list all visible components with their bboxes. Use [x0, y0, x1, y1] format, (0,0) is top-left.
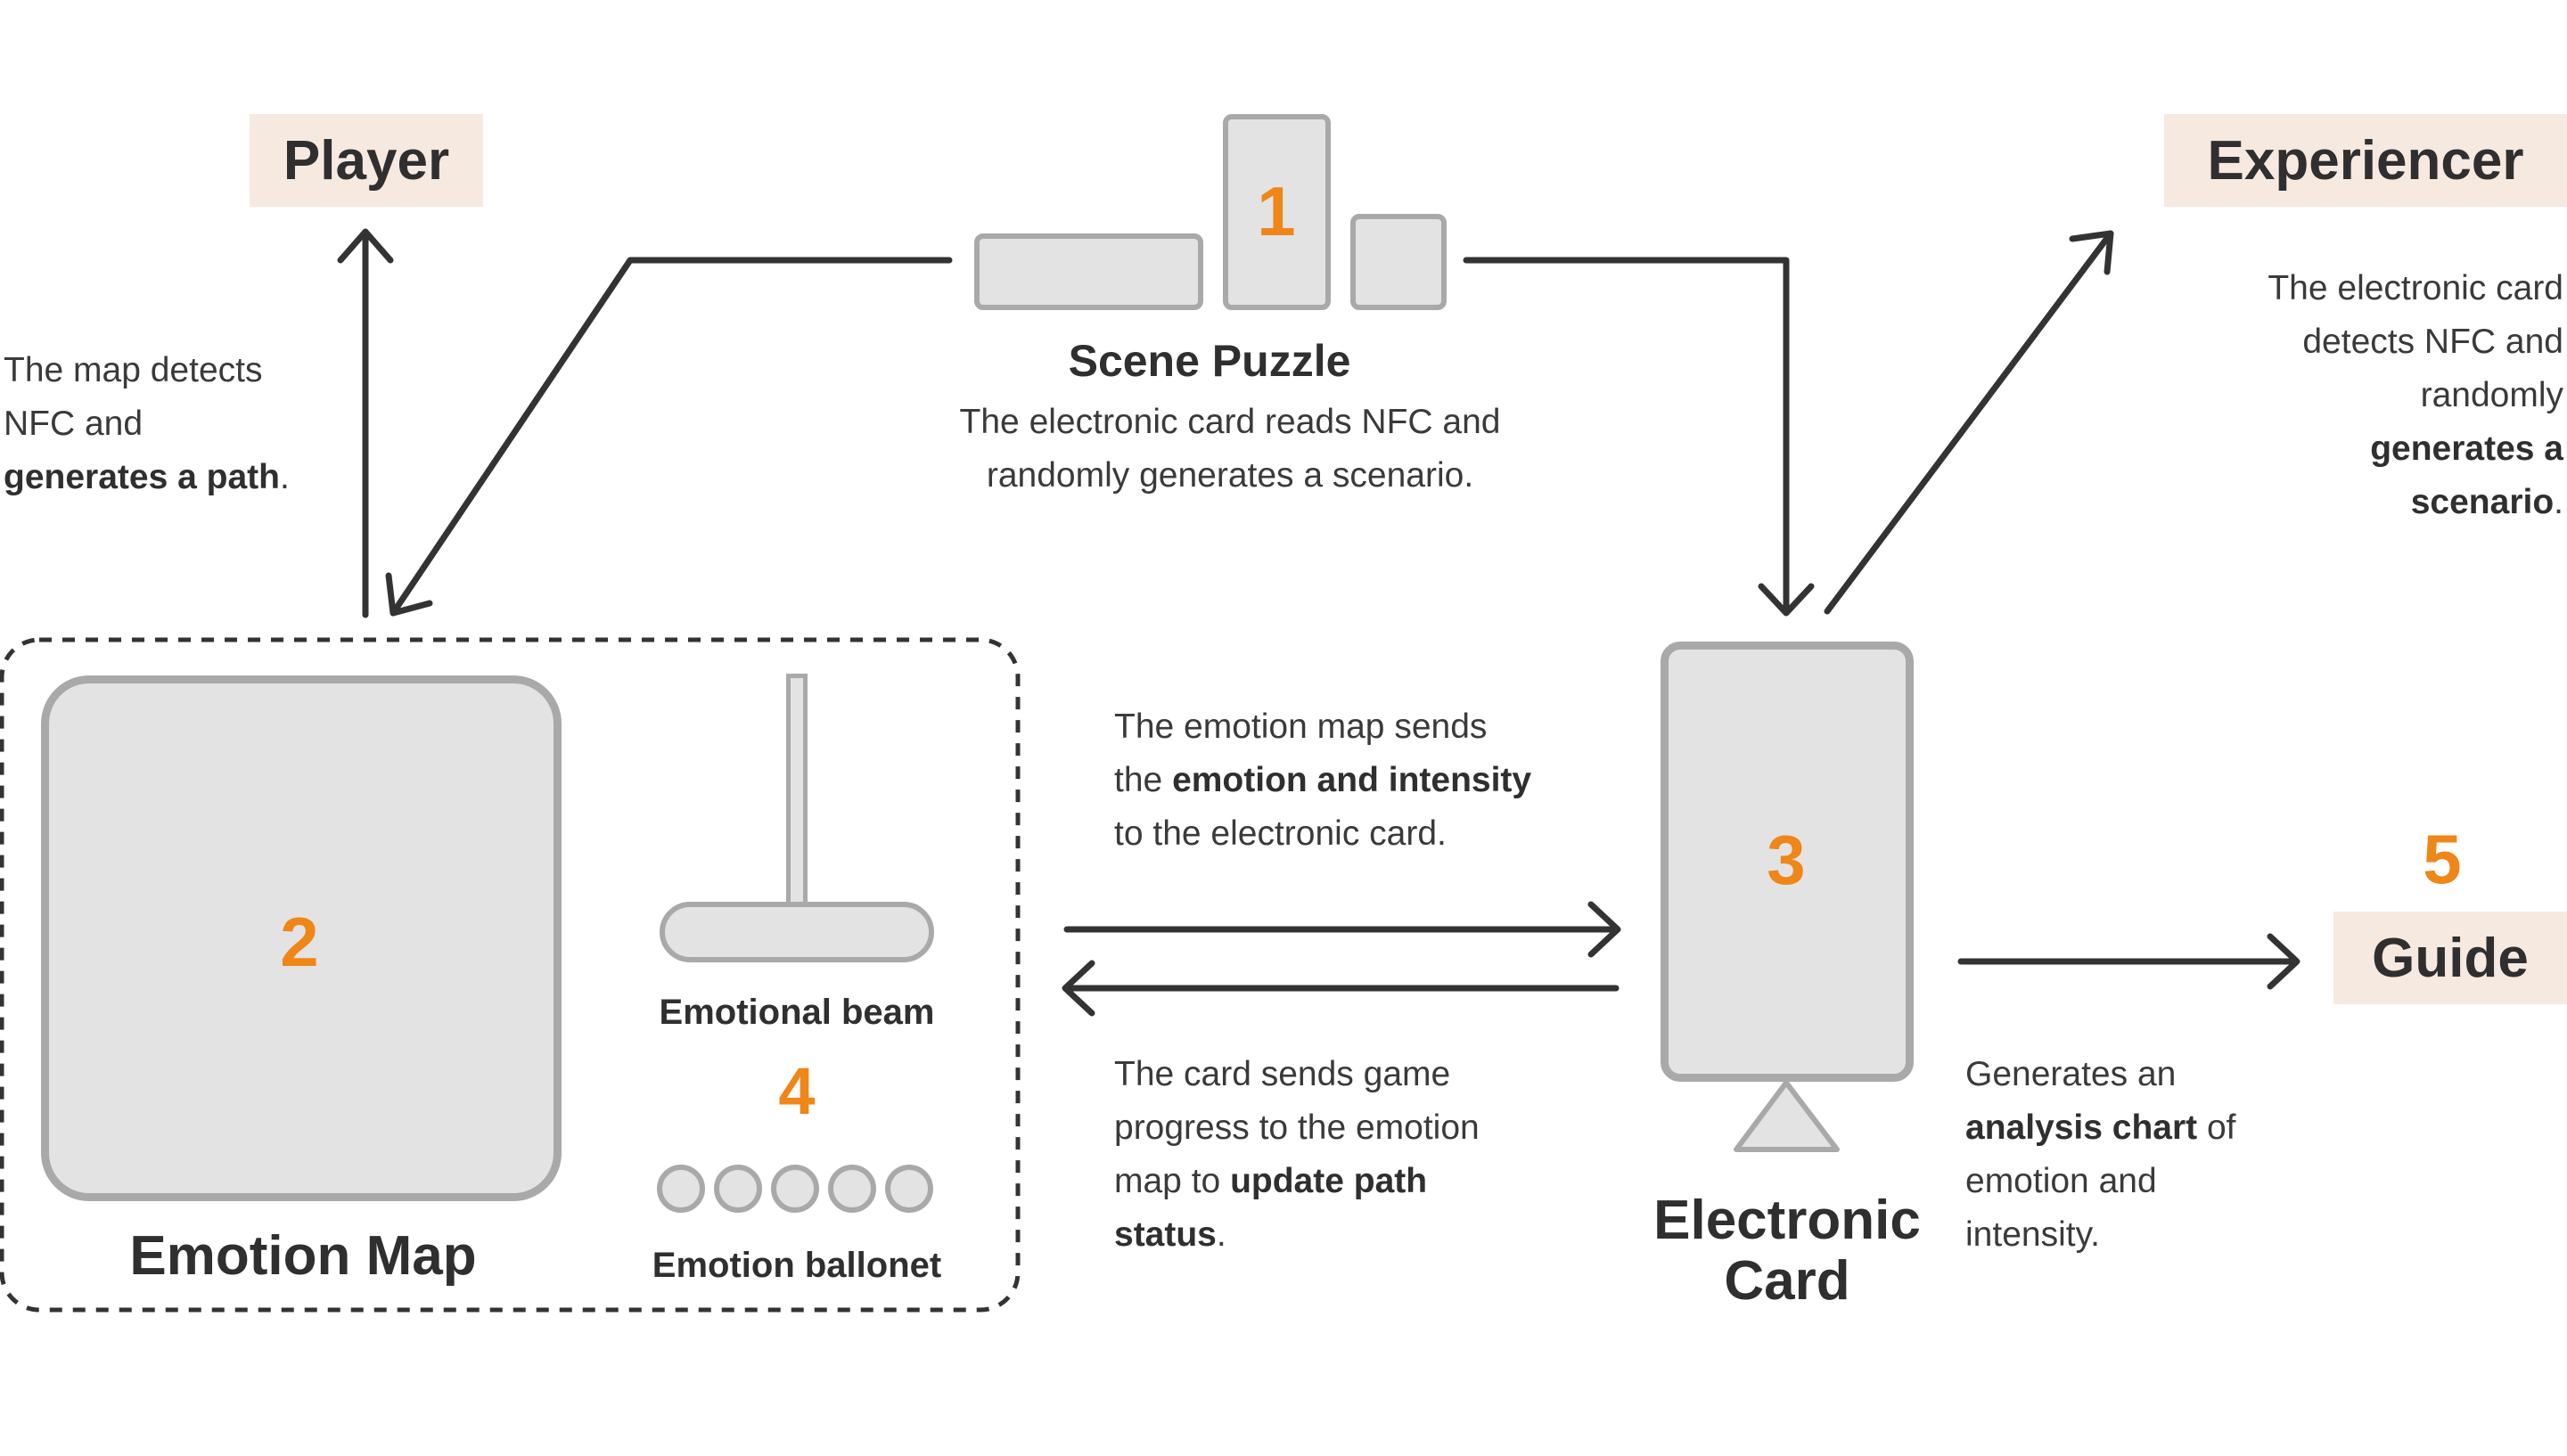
map-to-card-description: The emotion map sends the emotion and in… [1114, 708, 1532, 853]
player-tag: Player [250, 114, 483, 207]
experiencer-tag: Experiencer [2164, 114, 2567, 207]
electronic-card-title: Electronic Card [1653, 1190, 1921, 1312]
arrowhead-card [1758, 583, 1815, 617]
guide-number: 5 [2423, 820, 2462, 898]
puzzle-piece-wide [974, 233, 1203, 310]
card-to-guide-description: Generates an analysis chart of emotion a… [1965, 1055, 2236, 1254]
scene-puzzle-description: The electronic card reads NFC and random… [959, 403, 1501, 495]
guide-tag: Guide [2333, 912, 2567, 1004]
map-detects-description: The map detects NFC and generates a path… [4, 351, 290, 496]
arrow-puzzle-to-map [390, 257, 953, 617]
card-stand [1734, 1080, 1840, 1152]
ballonet-circle [714, 1165, 762, 1213]
ballonet-circle [828, 1165, 876, 1213]
emotion-map-board [41, 675, 562, 1201]
arrowhead-map-to-card [1587, 901, 1621, 958]
experiencer-label: Experiencer [2207, 129, 2524, 192]
emotion-map-title: Emotion Map [129, 1225, 477, 1287]
beam-base [660, 902, 934, 962]
emotion-ballonet-number: 4 [778, 1054, 816, 1128]
arrow-card-to-experiencer [1824, 230, 2114, 615]
arrow-puzzle-to-card [1463, 257, 1790, 615]
player-label: Player [283, 129, 450, 192]
electronic-card-number: 3 [1767, 821, 1806, 899]
experiencer-description: The electronic card detects NFC and rand… [2268, 269, 2563, 521]
emotion-ballonet-title: Emotion ballonet [652, 1246, 942, 1285]
ballonet-circle [885, 1165, 933, 1213]
arrowhead-card-to-map [1062, 960, 1095, 1017]
beam-stick [786, 674, 808, 907]
electronic-card-device [1661, 642, 1914, 1082]
ballonet-circle [771, 1165, 819, 1213]
scene-puzzle-number: 1 [1257, 172, 1296, 250]
card-to-map-description: The card sends game progress to the emot… [1114, 1055, 1480, 1254]
arrowhead-guide [2267, 933, 2300, 990]
guide-label: Guide [2372, 927, 2529, 989]
ballonet-circle [657, 1165, 705, 1213]
emotion-map-group-border [0, 637, 1021, 1313]
puzzle-piece-small [1350, 214, 1447, 310]
emotion-map-number: 2 [280, 903, 319, 981]
arrowhead-map [385, 572, 433, 617]
scene-puzzle-title: Scene Puzzle [1068, 336, 1351, 386]
puzzle-piece-tall [1223, 114, 1331, 310]
emotional-beam-title: Emotional beam [659, 993, 935, 1032]
arrowhead-experiencer [2069, 230, 2114, 275]
arrowhead-player [337, 228, 394, 264]
